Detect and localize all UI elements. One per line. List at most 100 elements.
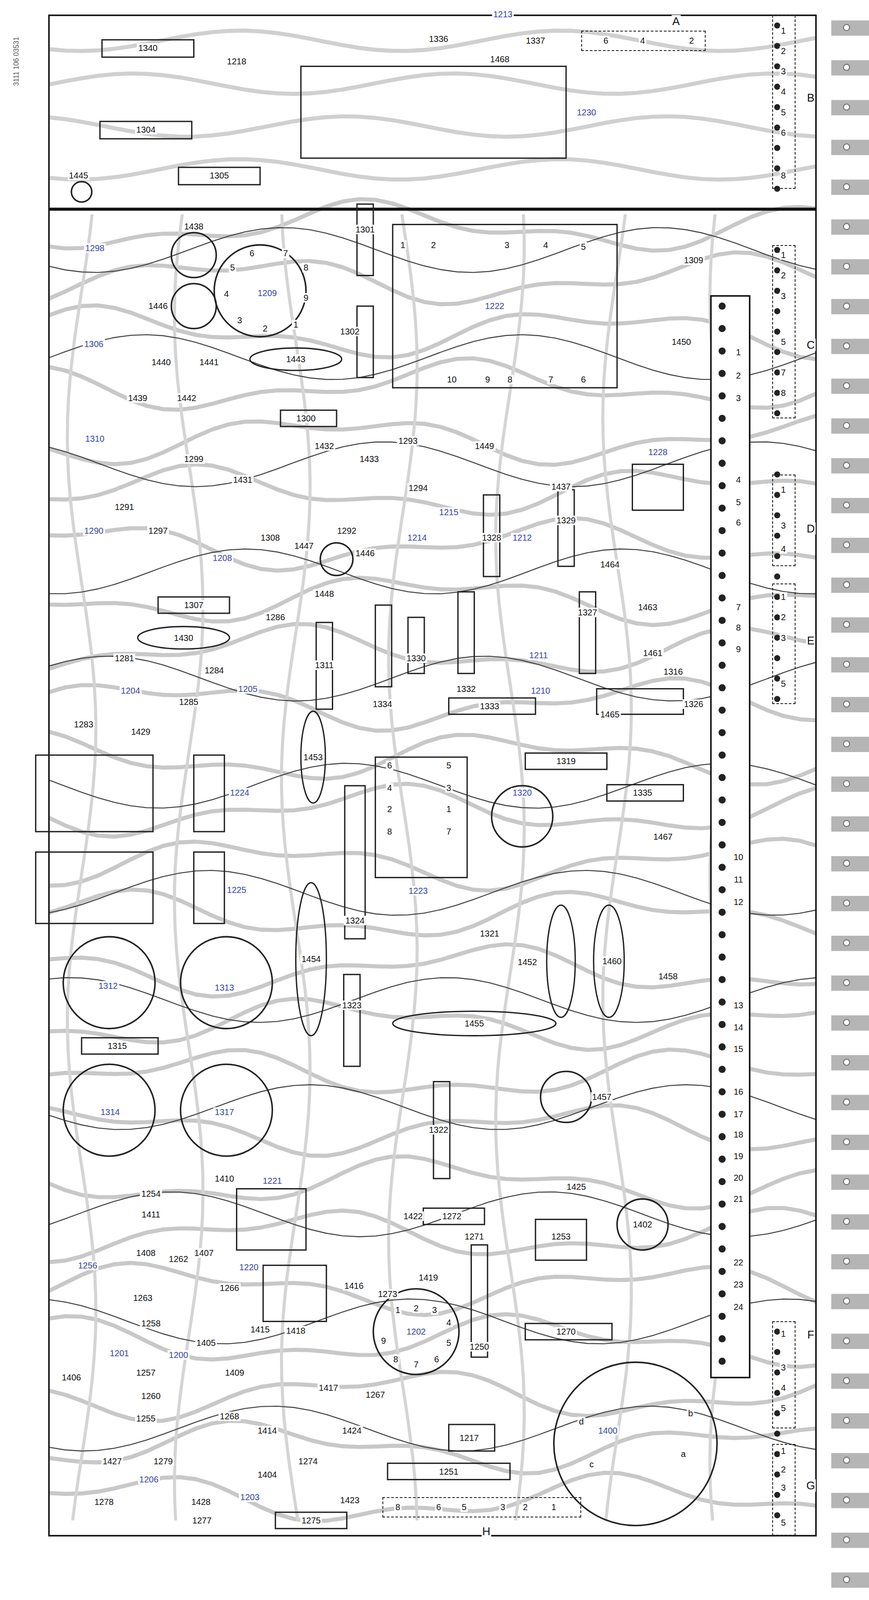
callout-number: 9 — [734, 644, 742, 654]
callout-number: 4 — [638, 35, 647, 46]
component-outline — [280, 410, 337, 427]
component-outline — [193, 851, 225, 924]
copper-trace — [48, 998, 816, 1050]
callout-number: 1230 — [575, 107, 598, 118]
callout-number: 1206 — [137, 1474, 160, 1484]
callout-number: 1275 — [300, 1515, 323, 1525]
component-outline — [214, 245, 306, 337]
callout-number: 1415 — [249, 1324, 272, 1334]
component-outline — [535, 1219, 587, 1260]
callout-number: 1324 — [343, 915, 367, 926]
pad-hole — [843, 979, 850, 986]
solder-pad — [718, 818, 726, 827]
callout-number: 1201 — [108, 1348, 131, 1358]
glass-component — [137, 626, 230, 650]
callout-number: 1 — [550, 1502, 558, 1512]
callout-number: 1322 — [427, 1124, 450, 1135]
callout-number: 6 — [432, 1354, 441, 1364]
callout-number: 1419 — [417, 1272, 440, 1283]
edge-pad — [831, 1015, 869, 1031]
component-outline — [375, 757, 468, 878]
copper-trace — [48, 577, 816, 626]
callout-number: 1255 — [134, 1413, 157, 1423]
component-outline — [180, 936, 273, 1029]
callout-number: 1416 — [343, 1280, 366, 1291]
copper-trace — [495, 214, 525, 1521]
solder-pad — [773, 532, 780, 539]
callout-number: 11 — [732, 874, 745, 885]
component-outline — [407, 617, 425, 674]
pad-hole — [843, 64, 850, 71]
callout-number: 15 — [732, 1044, 745, 1054]
callout-number: 1328 — [480, 532, 503, 543]
component-outline — [356, 305, 374, 378]
glass-component — [392, 1011, 557, 1036]
callout-number: 1221 — [261, 1175, 284, 1186]
callout-number: 1308 — [259, 532, 282, 543]
pad-hole — [843, 1576, 850, 1583]
callout-number: 1305 — [208, 170, 231, 181]
callout-number: 3 — [499, 1502, 507, 1512]
pad-hole — [843, 541, 850, 548]
callout-number: 1 — [445, 804, 453, 814]
callout-number: 6 — [434, 1502, 443, 1512]
callout-number: 1433 — [358, 454, 381, 464]
pad-hole — [843, 1337, 850, 1344]
solder-pad — [718, 571, 726, 580]
edge-pad — [831, 99, 869, 115]
wire-line — [48, 334, 816, 380]
wire-line — [48, 548, 816, 594]
callout-number: 2 — [779, 270, 787, 281]
callout-number: 18 — [732, 1129, 745, 1140]
edge-pad — [831, 418, 869, 434]
callout-number: 1228 — [646, 447, 669, 457]
callout-number: 1446 — [354, 548, 377, 558]
solder-pad — [718, 728, 726, 737]
callout-number: 6 — [734, 517, 742, 528]
copper-trace — [174, 214, 204, 1521]
connector-letter: D — [805, 522, 816, 535]
solder-pad — [718, 863, 726, 872]
callout-number: 5 — [779, 107, 787, 118]
solder-pad — [773, 553, 780, 560]
component-outline — [553, 1362, 718, 1526]
solder-pad — [718, 953, 726, 961]
component-outline — [579, 591, 596, 674]
callout-number: 1309 — [682, 255, 705, 265]
solder-pad — [773, 512, 780, 519]
callout-number: 1408 — [134, 1247, 157, 1258]
callout-number: 1 — [292, 319, 300, 330]
callout-number: 1455 — [463, 1018, 486, 1029]
callout-number: 1333 — [478, 701, 501, 711]
callout-number: 1267 — [364, 1389, 387, 1400]
callout-number: 5 — [445, 1337, 453, 1348]
component-outline — [392, 224, 618, 388]
component-outline — [491, 785, 554, 847]
callout-number: 23 — [732, 1279, 745, 1290]
callout-number: 1458 — [657, 971, 680, 981]
pad-hole — [843, 1019, 850, 1026]
callout-number: 3 — [503, 240, 511, 250]
edge-pad — [831, 139, 869, 155]
solder-pad — [718, 1133, 726, 1141]
callout-number: 1 — [779, 250, 787, 260]
pad-hole — [843, 939, 850, 946]
callout-number: 1329 — [555, 515, 578, 526]
pad-hole — [843, 780, 850, 787]
callout-number: 1431 — [232, 474, 255, 485]
callout-number: 9 — [483, 374, 492, 385]
component-outline — [81, 1037, 159, 1054]
edge-pad — [831, 1532, 869, 1548]
callout-number: 1313 — [213, 982, 236, 993]
callout-number: 1213 — [491, 9, 514, 20]
edge-pad — [831, 697, 869, 713]
callout-number: 1452 — [516, 957, 539, 967]
wire-line — [48, 1298, 816, 1344]
solder-pad — [773, 144, 780, 151]
solder-pad — [718, 504, 726, 512]
pad-hole — [843, 183, 850, 190]
copper-trace — [48, 1105, 816, 1156]
callout-number: 1277 — [190, 1515, 214, 1525]
callout-number: 4 — [222, 289, 230, 299]
component-outline — [387, 1463, 510, 1480]
